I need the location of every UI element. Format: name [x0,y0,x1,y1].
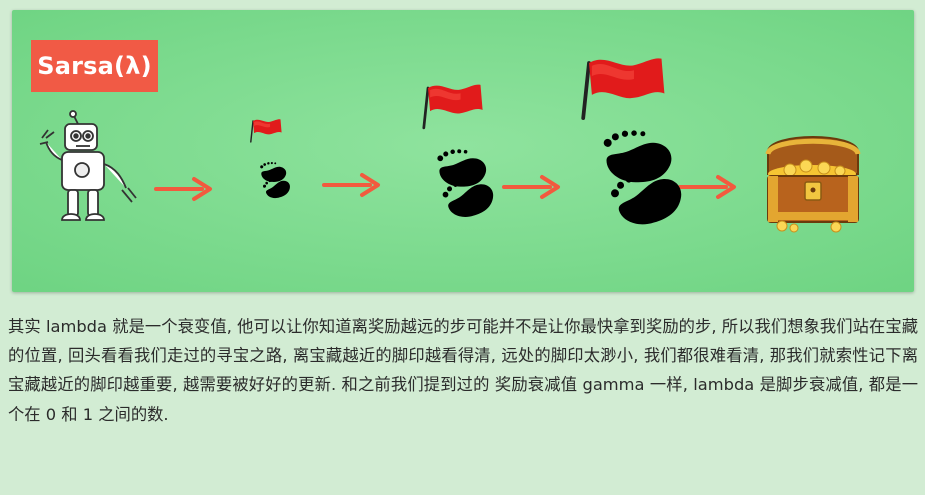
caption-paragraph: 其实 lambda 就是一个衰变值, 他可以让你知道离奖励越远的步可能并不是让你… [8,317,918,424]
treasure-chest-icon [765,136,861,233]
robot-icon [39,110,137,221]
sarsa-lambda-illustration: Sarsa(λ) [12,10,914,292]
title-badge: Sarsa(λ) [31,40,158,92]
